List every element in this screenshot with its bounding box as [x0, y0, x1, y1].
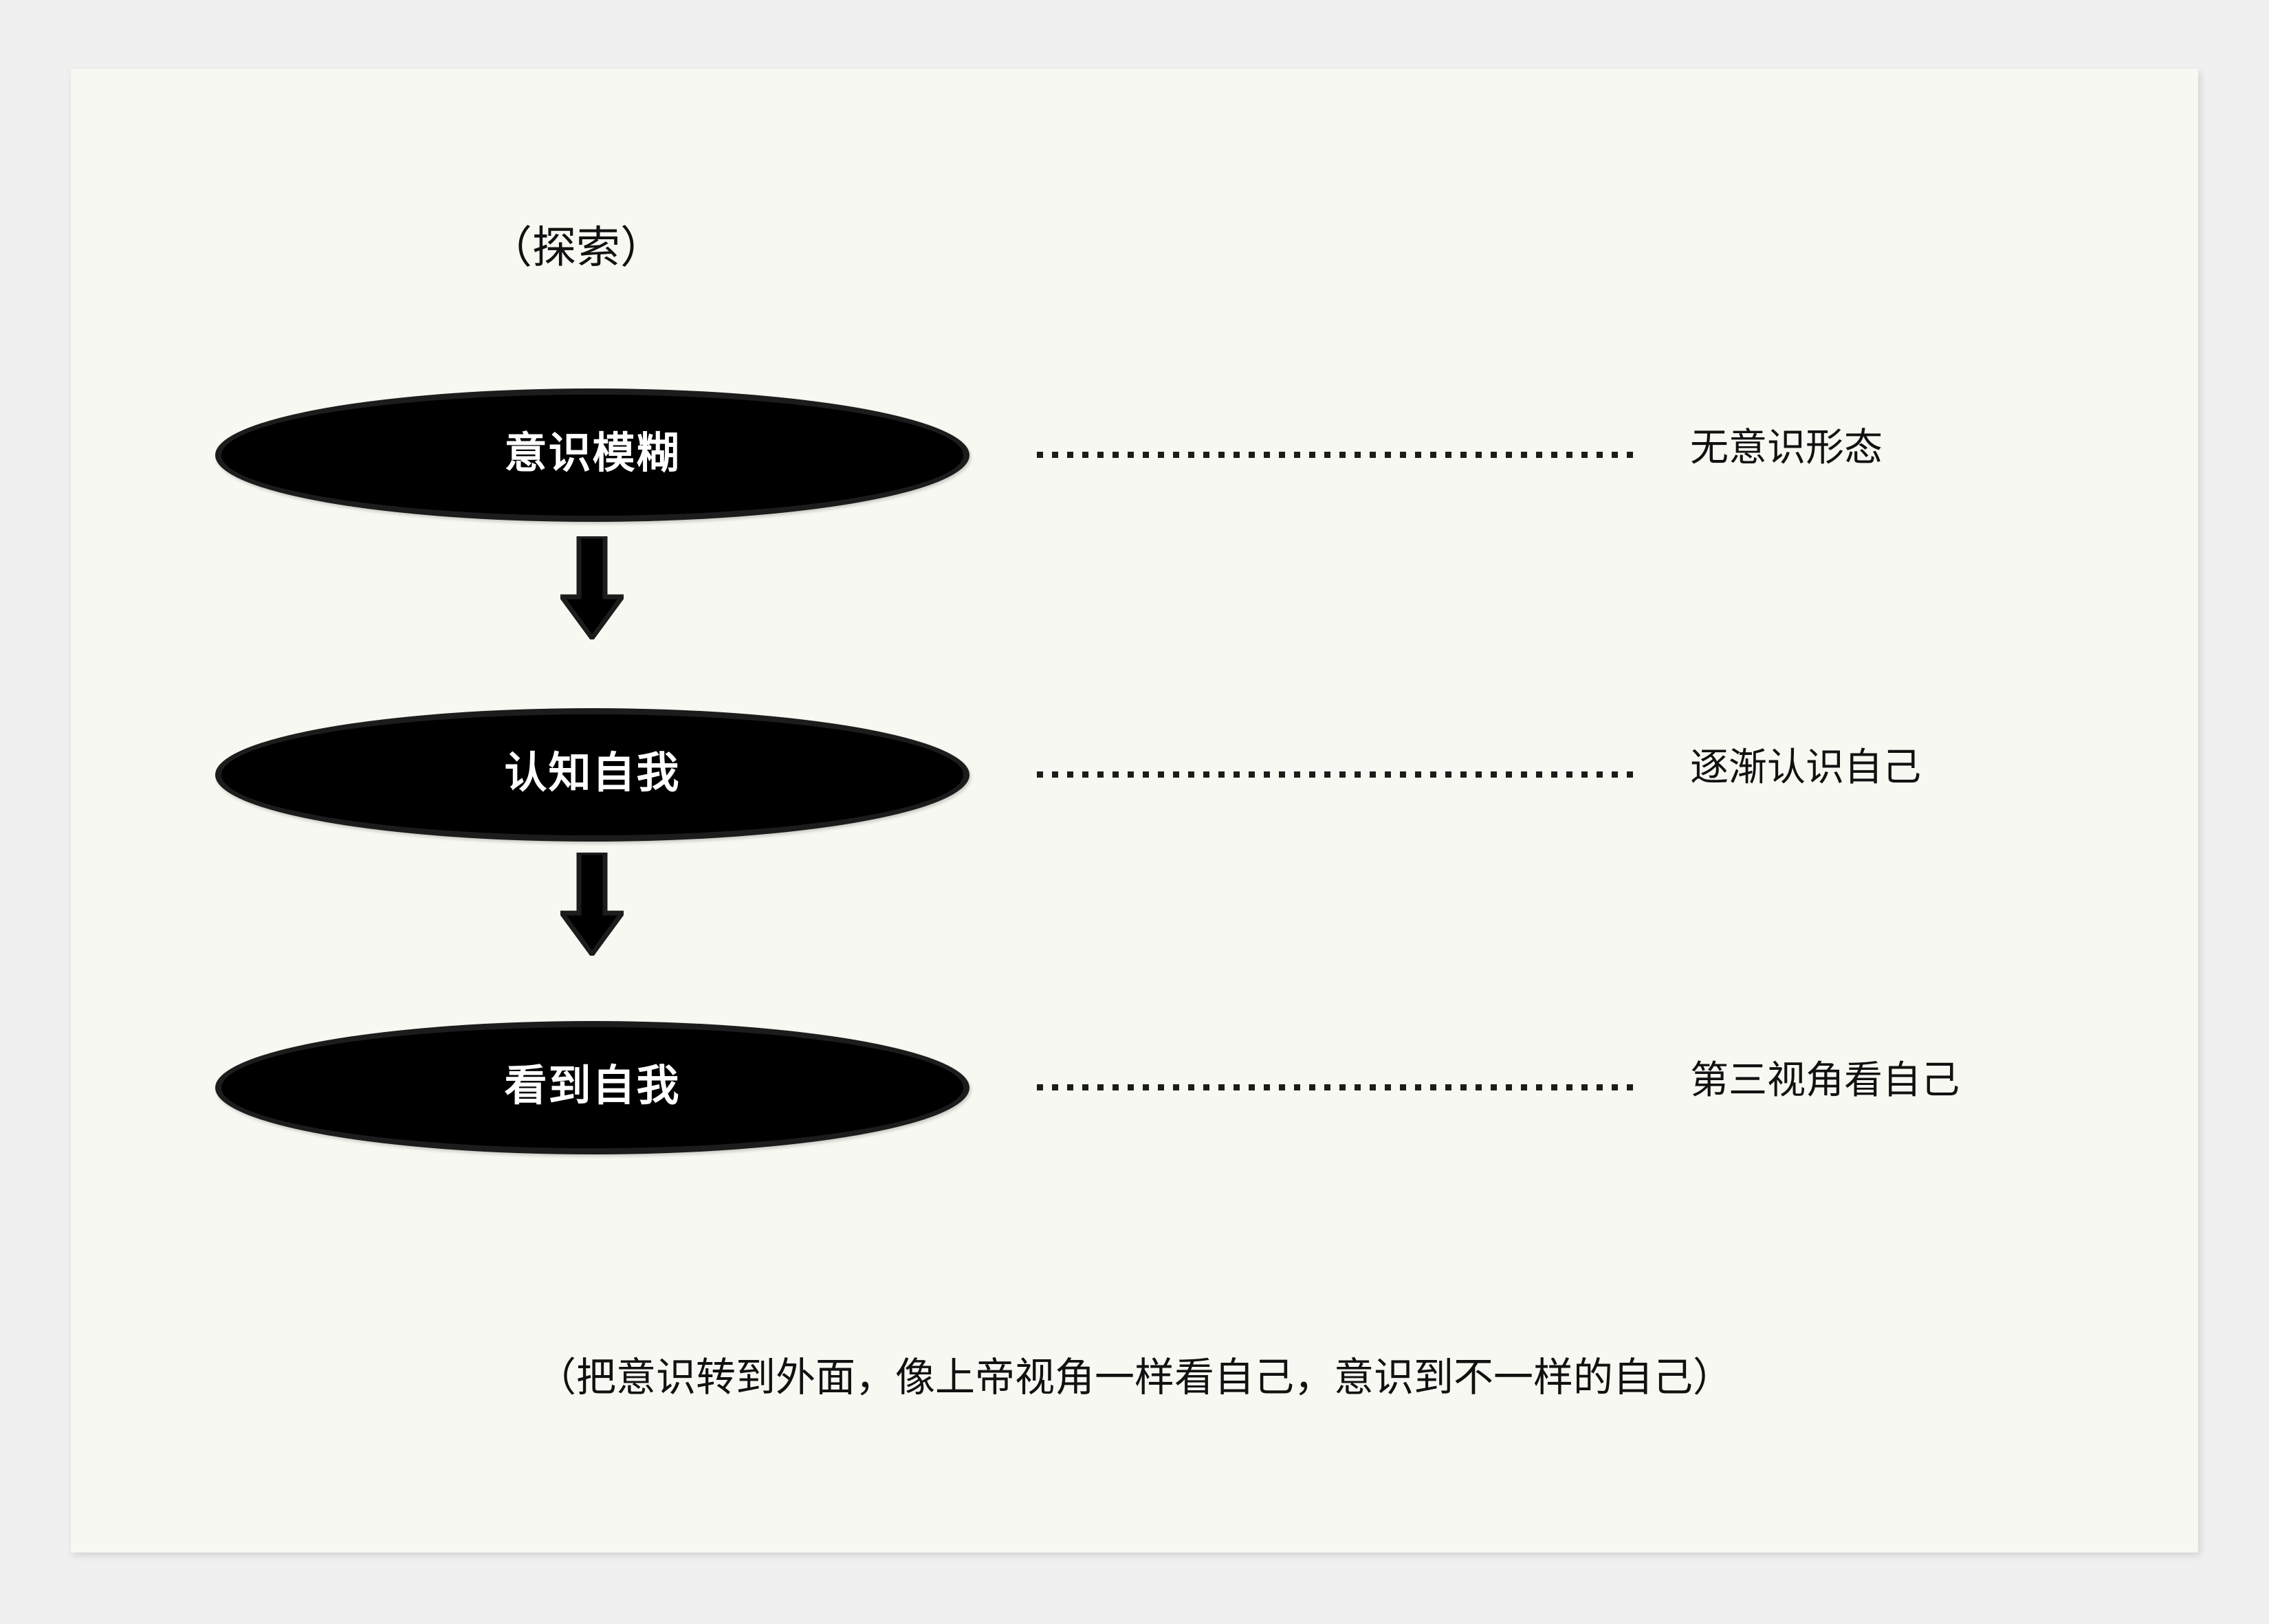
flow-node-label: 意识模糊 — [504, 430, 681, 477]
dotted-connector-line — [1037, 452, 1642, 458]
flow-row: 看到自我 第三视角看自己 — [71, 1021, 2198, 1159]
flow-row: 意识模糊 无意识形态 — [71, 388, 2198, 526]
down-arrow-icon — [560, 536, 624, 639]
flow-node-1[interactable]: 意识模糊 — [215, 388, 969, 522]
flow-node-label: 看到自我 — [504, 1062, 681, 1110]
flow-node-2[interactable]: 认知自我 — [215, 708, 969, 842]
side-note-1: 无意识形态 — [1690, 426, 1883, 469]
dotted-connector-line — [1037, 771, 1642, 778]
flow-node-label: 认知自我 — [504, 749, 681, 797]
dotted-connector-line — [1037, 1084, 1642, 1090]
side-note-3: 第三视角看自己 — [1690, 1058, 1960, 1101]
page-title: （探索） — [488, 223, 664, 272]
flow-row: 认知自我 逐渐认识自己 — [71, 708, 2198, 846]
down-arrow-icon — [560, 853, 624, 956]
diagram-caption: （把意识转到外面，像上帝视角一样看自己，意识到不一样的自己） — [536, 1355, 1733, 1400]
diagram-canvas: （探索） 意识模糊 无意识形态 认知自我 逐渐认识自己 看到自我 第三视角看自己 — [71, 69, 2198, 1552]
side-note-2: 逐渐认识自己 — [1690, 745, 1921, 789]
flow-node-3[interactable]: 看到自我 — [215, 1021, 969, 1154]
